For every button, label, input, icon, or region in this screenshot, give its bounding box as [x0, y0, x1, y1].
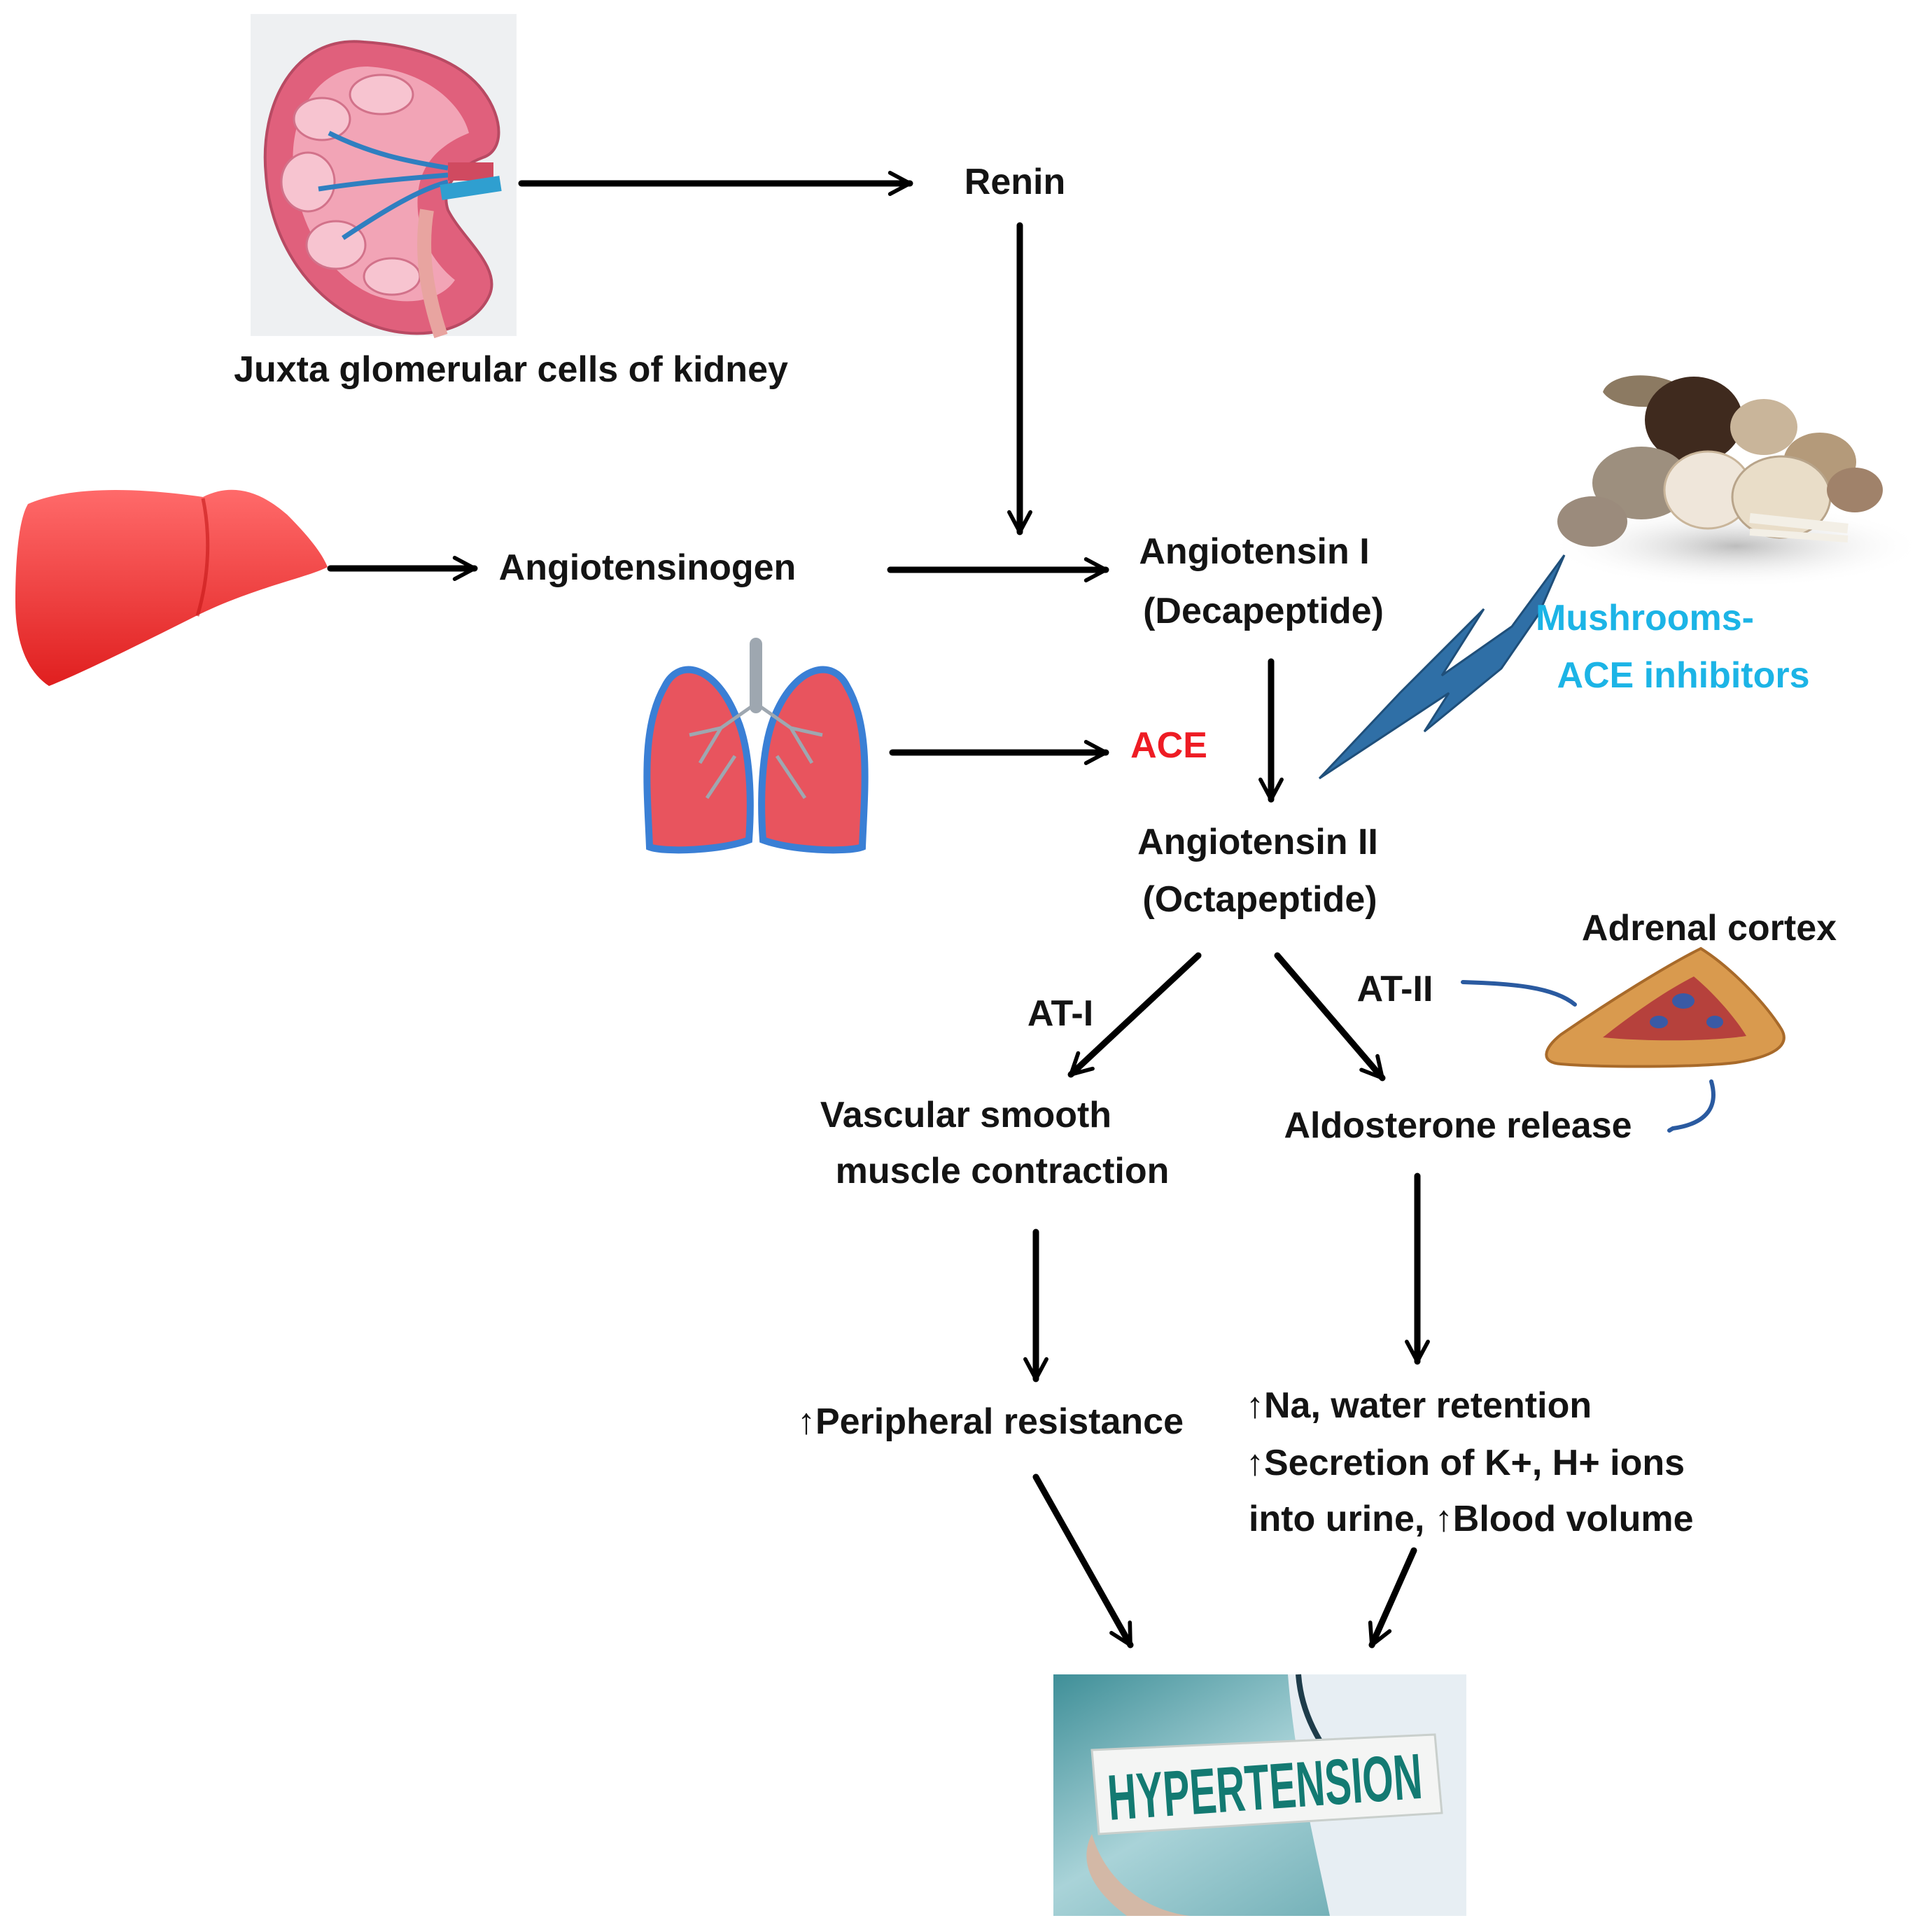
vascular-smooth-label: Vascular smooth: [820, 1095, 1111, 1135]
mushrooms-label: Mushrooms-: [1536, 598, 1754, 638]
sodium-water-retention-label: ↑Na, water retention: [1246, 1385, 1592, 1426]
arrow-angiotensin-ii-to-vascular: [1067, 952, 1202, 1078]
at1-receptor-label: AT-I: [1027, 993, 1093, 1034]
decapeptide-label: (Decapeptide): [1143, 591, 1384, 631]
at2-receptor-label: AT-II: [1357, 969, 1433, 1009]
octapeptide-label: (Octapeptide): [1142, 879, 1377, 920]
connector-at2-to-adrenal: [1461, 980, 1577, 1007]
ace-label: ACE: [1130, 725, 1207, 766]
muscle-contraction-label: muscle contraction: [836, 1151, 1170, 1191]
aldosterone-release-label: Aldosterone release: [1284, 1105, 1632, 1146]
arrow-effects-to-hypertension: [1368, 1547, 1417, 1648]
arrow-peripheral-to-hypertension: [1032, 1474, 1134, 1648]
ace-inhibitors-label: ACE inhibitors: [1557, 655, 1809, 696]
potassium-hydrogen-secretion-label: ↑Secretion of K+, H+ ions: [1246, 1443, 1685, 1483]
arrow-angiotensin-ii-to-aldosterone: [1274, 952, 1386, 1082]
juxta-glomerular-label: Juxta glomerular cells of kidney: [234, 349, 788, 390]
peripheral-resistance-label: ↑Peripheral resistance: [797, 1401, 1184, 1442]
adrenal-gland-illustration: [1545, 946, 1786, 1068]
blood-volume-label: into urine, ↑Blood volume: [1249, 1499, 1694, 1539]
kidney-illustration: [251, 14, 517, 339]
adrenal-cortex-label: Adrenal cortex: [1582, 908, 1837, 948]
renin-label: Renin: [964, 162, 1065, 202]
angiotensin-ii-label: Angiotensin II: [1137, 822, 1378, 862]
lungs-illustration: [643, 638, 869, 854]
mushrooms-illustration: [1547, 375, 1922, 588]
hypertension-sign-photo: HYPERTENSION: [1053, 1674, 1466, 1916]
angiotensin-i-label: Angiotensin I: [1139, 531, 1369, 572]
lightning-bolt-icon: [1318, 554, 1566, 780]
angiotensinogen-label: Angiotensinogen: [499, 547, 797, 588]
connector-adrenal-to-aldosterone: [1667, 1079, 1716, 1133]
liver-illustration: [15, 489, 328, 686]
